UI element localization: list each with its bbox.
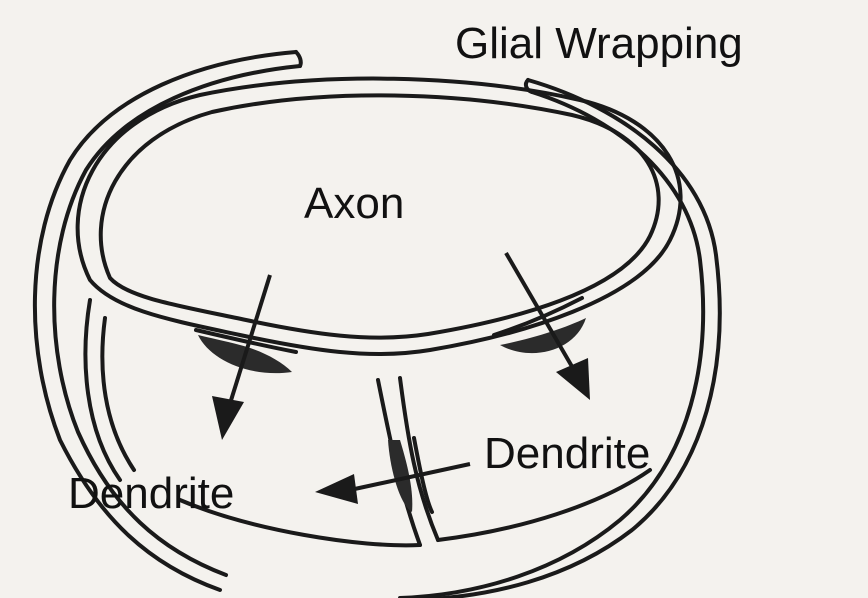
label-dendrite-right: Dendrite xyxy=(484,429,650,478)
label-glial-wrapping: Glial Wrapping xyxy=(455,19,743,68)
label-dendrite-left: Dendrite xyxy=(68,469,234,518)
label-axon: Axon xyxy=(304,179,404,228)
